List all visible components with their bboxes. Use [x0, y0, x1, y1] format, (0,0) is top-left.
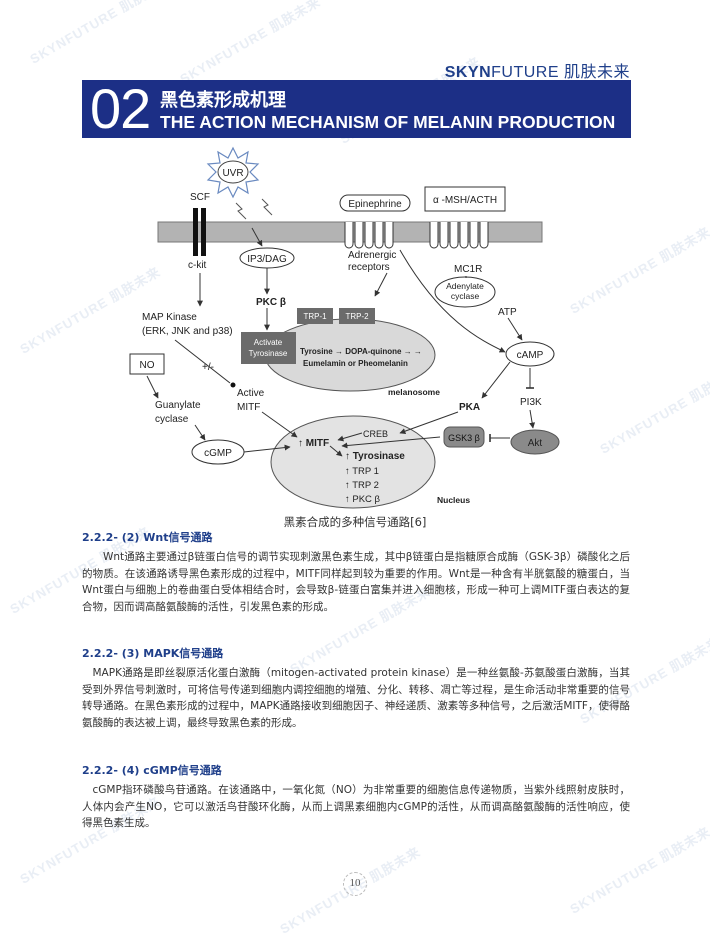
mc1r-label: MC1R — [454, 264, 482, 275]
uvr-label: UVR — [222, 168, 243, 179]
ckit-receptor — [193, 208, 198, 256]
trp1-box — [297, 308, 333, 324]
active-mitf-dot — [230, 382, 236, 388]
ckit-label: c-kit — [188, 260, 207, 271]
atp-label: ATP — [498, 307, 517, 318]
pkcb-up-label: ↑ PKC β — [345, 494, 381, 505]
cgmp-label: cGMP — [204, 448, 232, 459]
ip3-dag-label: IP3/DAG — [247, 254, 287, 265]
epinephrine-box — [339, 194, 411, 212]
pi3k-label: PI3K — [520, 397, 542, 408]
section-number: 02 — [90, 77, 151, 140]
scf-label: SCF — [190, 192, 210, 203]
activate-tyrosinase-box — [241, 332, 296, 364]
figure-caption: 黑素合成的多种信号通路[6] — [283, 515, 427, 529]
adrenergic-receptor — [344, 222, 394, 249]
tyrosinase-label: ↑ Tyrosinase — [345, 451, 405, 462]
mc1r-receptor — [429, 222, 489, 249]
trp2-label: TRP-2 — [345, 312, 369, 321]
no-box — [129, 353, 165, 375]
camp-node — [505, 341, 555, 367]
creb-label: CREB — [363, 429, 388, 439]
section-body-mapk: MAPK通路是即丝裂原活化蛋白激酶（mitogen-activated prot… — [82, 667, 630, 729]
msh-box — [424, 186, 506, 212]
no-label: NO — [140, 360, 155, 371]
akt-label: Akt — [528, 438, 543, 449]
trp2-box — [339, 308, 375, 324]
nucleus — [270, 415, 436, 509]
msh-label: α -MSH/ACTH — [433, 195, 497, 206]
map-kinase-label: MAP Kinase — [142, 312, 197, 323]
guanylate-label: cyclase — [155, 414, 189, 425]
camp-label: cAMP — [517, 350, 544, 361]
gsk3b-label: GSK3 β — [448, 433, 480, 443]
nucleus-label: Nucleus — [437, 495, 470, 505]
page-number: 10 — [341, 870, 369, 896]
map-kinase-label: (ERK, JNK and p38) — [142, 326, 233, 337]
adrenergic-label: receptors — [348, 262, 390, 273]
section-heading-cgmp: 2.2.2- (4) cGMP信号通路 — [82, 764, 222, 777]
uv-bolt-icon — [261, 198, 273, 216]
pka-label: PKA — [459, 402, 480, 413]
section-body-cgmp: cGMP指环磷酸鸟苷通路。在该通路中，一氧化氮（NO）为非常重要的细胞信息传递物… — [82, 784, 630, 830]
adenylate-label: Adenylate — [446, 281, 484, 291]
tyrosine-path-label: Tyrosine → DOPA-quinone → → — [300, 347, 422, 356]
activate-tyr-label: Activate — [254, 338, 283, 347]
akt-node — [510, 429, 560, 455]
guanylate-label: Guanylate — [155, 400, 201, 411]
adrenergic-label: Adrenergic — [348, 250, 396, 261]
melanosome-label: melanosome — [388, 387, 440, 397]
tyrosine-path-label: Eumelamin or Pheomelanin — [303, 359, 408, 368]
section-heading-wnt: 2.2.2- (2) Wnt信号通路 — [82, 531, 213, 544]
uv-bolt-icon — [235, 202, 247, 220]
plus-minus-label: +/- — [202, 362, 214, 373]
section-title-cn: 黑色素形成机理 — [160, 90, 286, 111]
section-banner: 02 黑色素形成机理 THE ACTION MECHANISM OF MELAN… — [82, 77, 631, 140]
pathway-arrows — [146, 227, 536, 457]
trp1-up-label: ↑ TRP 1 — [345, 466, 379, 477]
gsk3b-box — [443, 426, 485, 448]
activate-tyr-label: Tyrosinase — [249, 349, 288, 358]
section-heading-mapk: 2.2.2- (3) MAPK信号通路 — [82, 647, 224, 660]
adenylate-cyclase-node — [434, 276, 496, 308]
trp2-up-label: ↑ TRP 2 — [345, 480, 379, 491]
section-title-en: THE ACTION MECHANISM OF MELANIN PRODUCTI… — [160, 112, 616, 132]
mitf-label: ↑ MITF — [298, 438, 329, 449]
pkcb-label: PKC β — [256, 297, 286, 308]
adenylate-label: cyclase — [451, 291, 480, 301]
trp1-label: TRP-1 — [303, 312, 327, 321]
uvr-sun: UVR — [206, 146, 260, 199]
epinephrine-label: Epinephrine — [348, 199, 402, 210]
section-body-wnt: Wnt通路主要通过β链蛋白信号的调节实现刺激黑色素生成，其中β链蛋白是指糖原合成… — [82, 551, 630, 613]
ckit-receptor — [201, 208, 206, 256]
active-mitf-label: Active — [237, 388, 265, 399]
brand-logo: SKYNFUTURE 肌肤未来 — [444, 64, 630, 81]
active-mitf-label: MITF — [237, 402, 260, 413]
